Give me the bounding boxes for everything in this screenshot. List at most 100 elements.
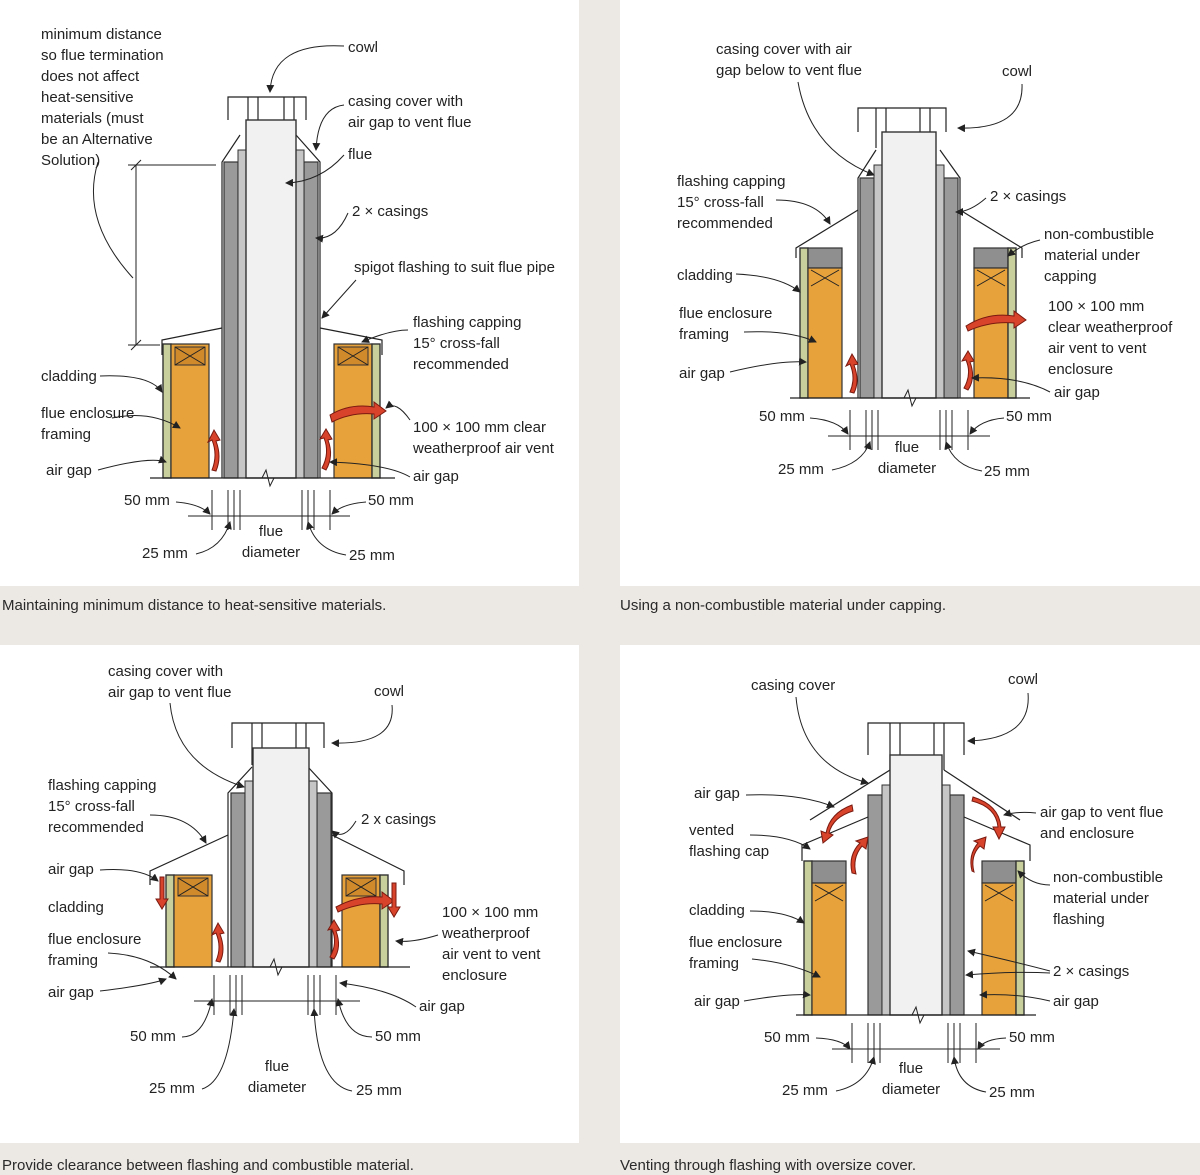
label-air-gap-left: air gap [694, 993, 740, 1010]
inner-casing-left [873, 164, 883, 399]
label-25mm-left: 25 mm [142, 545, 188, 562]
label-air-gap-right: air gap [1054, 384, 1100, 401]
caption-1: Maintaining minimum distance to heat-sen… [2, 597, 387, 614]
diagram-panel-4: casing cover cowl air gap air gap to ven… [620, 645, 1200, 1143]
label-air-gap-top: air gap [694, 785, 740, 802]
label-casing-cover: casing cover [751, 677, 835, 694]
airflow-arrow-top-right [971, 796, 1006, 841]
outer-casing-left [859, 177, 875, 399]
cowl-shape [227, 96, 307, 135]
flue-pipe [252, 747, 310, 968]
framing-left [807, 267, 843, 399]
framing-right [973, 267, 1009, 399]
label-air-gap-right: air gap [1053, 993, 1099, 1010]
inner-casing-left [244, 780, 254, 968]
label-25mm-left: 25 mm [778, 461, 824, 478]
noncomb-left [807, 247, 843, 269]
label-air-gap-top: air gap [48, 861, 94, 878]
airflow-arrow-right [318, 428, 333, 471]
inner-casing-right [295, 149, 305, 479]
label-air-gap-right: air gap [413, 468, 459, 485]
label-air-gap-left: air gap [48, 984, 94, 1001]
airflow-arrow-top-left [820, 804, 854, 844]
label-cowl: cowl [374, 683, 404, 700]
outer-casing-left [230, 792, 246, 968]
label-cladding: cladding [689, 902, 745, 919]
noncomb-right [973, 247, 1009, 269]
framing-left [170, 343, 210, 479]
inner-casing-left [237, 149, 247, 479]
casing-cover-shape [857, 149, 961, 398]
caption-2: Using a non-combustible material under c… [620, 597, 947, 614]
casing-cover-shape [221, 134, 321, 478]
airflow-arrow-left [844, 352, 859, 394]
framing-left [811, 882, 847, 1016]
outer-casing-left [867, 794, 883, 1016]
flue-diagram-4: casing cover cowl air gap air gap to ven… [689, 671, 1163, 1101]
label-25mm-right: 25 mm [356, 1082, 402, 1099]
label-cladding: cladding [48, 899, 104, 916]
cowl-shape [857, 107, 947, 148]
label-50mm-right: 50 mm [1009, 1029, 1055, 1046]
label-50mm-left: 50 mm [124, 492, 170, 509]
label-cowl: cowl [348, 39, 378, 56]
flue-pipe [245, 119, 297, 479]
outer-casing-right [949, 794, 965, 1016]
label-50mm-left: 50 mm [759, 408, 805, 425]
label-50mm-right: 50 mm [368, 492, 414, 509]
inner-casing-left [881, 784, 891, 1016]
label-50mm-left: 50 mm [764, 1029, 810, 1046]
airflow-arrow-vent [329, 401, 387, 423]
label-25mm-left: 25 mm [782, 1082, 828, 1099]
cladding-left [162, 343, 172, 479]
airflow-arrow-left [206, 428, 221, 472]
label-cowl: cowl [1008, 671, 1038, 688]
cladding-left [799, 247, 809, 399]
airflow-arrow-top-right [387, 882, 401, 918]
label-cladding: cladding [41, 368, 97, 385]
cladding-right [379, 874, 389, 968]
label-casings: 2 × casings [990, 188, 1066, 205]
outer-casing-left [223, 161, 239, 479]
cladding-right [1015, 860, 1025, 1016]
airflow-arrow-left [210, 921, 225, 963]
label-25mm-left: 25 mm [149, 1080, 195, 1097]
inner-casing-right [935, 164, 945, 399]
label-50mm-left: 50 mm [130, 1028, 176, 1045]
label-air-gap-left: air gap [46, 462, 92, 479]
label-25mm-right: 25 mm [984, 463, 1030, 480]
noncomb-right [981, 860, 1017, 884]
label-cowl: cowl [1002, 63, 1032, 80]
outer-casing-right [303, 161, 319, 479]
airflow-arrow-right [960, 350, 975, 391]
framing-right [981, 882, 1017, 1016]
label-casings: 2 × casings [1053, 963, 1129, 980]
cladding-left [165, 874, 175, 968]
label-spigot: spigot flashing to suit flue pipe [354, 259, 555, 276]
noncomb-left [811, 860, 847, 884]
label-casings: 2 × casings [352, 203, 428, 220]
caption-3: Provide clearance between flashing and c… [2, 1157, 414, 1174]
label-flue: flue [348, 146, 372, 163]
airflow-arrow-cap-left [850, 836, 869, 875]
label-50mm-right: 50 mm [375, 1028, 421, 1045]
